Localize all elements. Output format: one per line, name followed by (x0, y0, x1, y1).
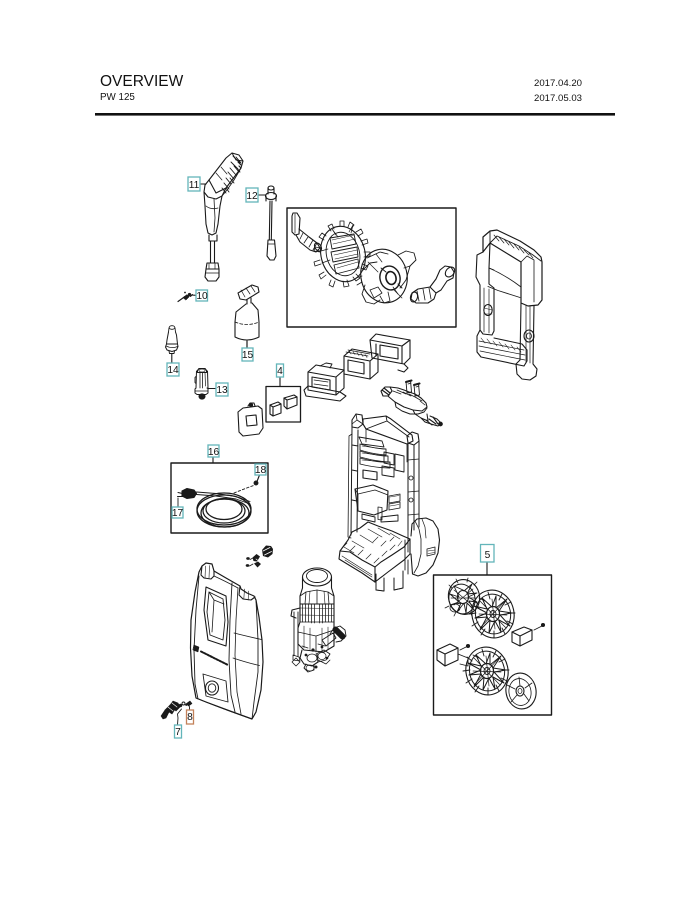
svg-text:7: 7 (175, 727, 181, 738)
svg-text:5: 5 (485, 550, 491, 561)
svg-text:2017.04.20: 2017.04.20 (534, 78, 582, 89)
svg-text:11: 11 (189, 180, 200, 191)
svg-text:OVERVIEW: OVERVIEW (100, 73, 184, 90)
svg-text:2017.05.03: 2017.05.03 (534, 93, 582, 104)
svg-text:17: 17 (172, 508, 184, 519)
svg-text:12: 12 (246, 191, 258, 202)
svg-text:18: 18 (255, 465, 267, 476)
svg-text:13: 13 (216, 385, 228, 396)
svg-text:8: 8 (187, 712, 193, 723)
svg-text:15: 15 (242, 350, 254, 361)
svg-text:PW 125: PW 125 (100, 92, 135, 103)
svg-text:10: 10 (196, 291, 208, 302)
svg-text:4: 4 (277, 366, 283, 377)
svg-text:16: 16 (208, 447, 220, 458)
svg-text:14: 14 (167, 365, 179, 376)
